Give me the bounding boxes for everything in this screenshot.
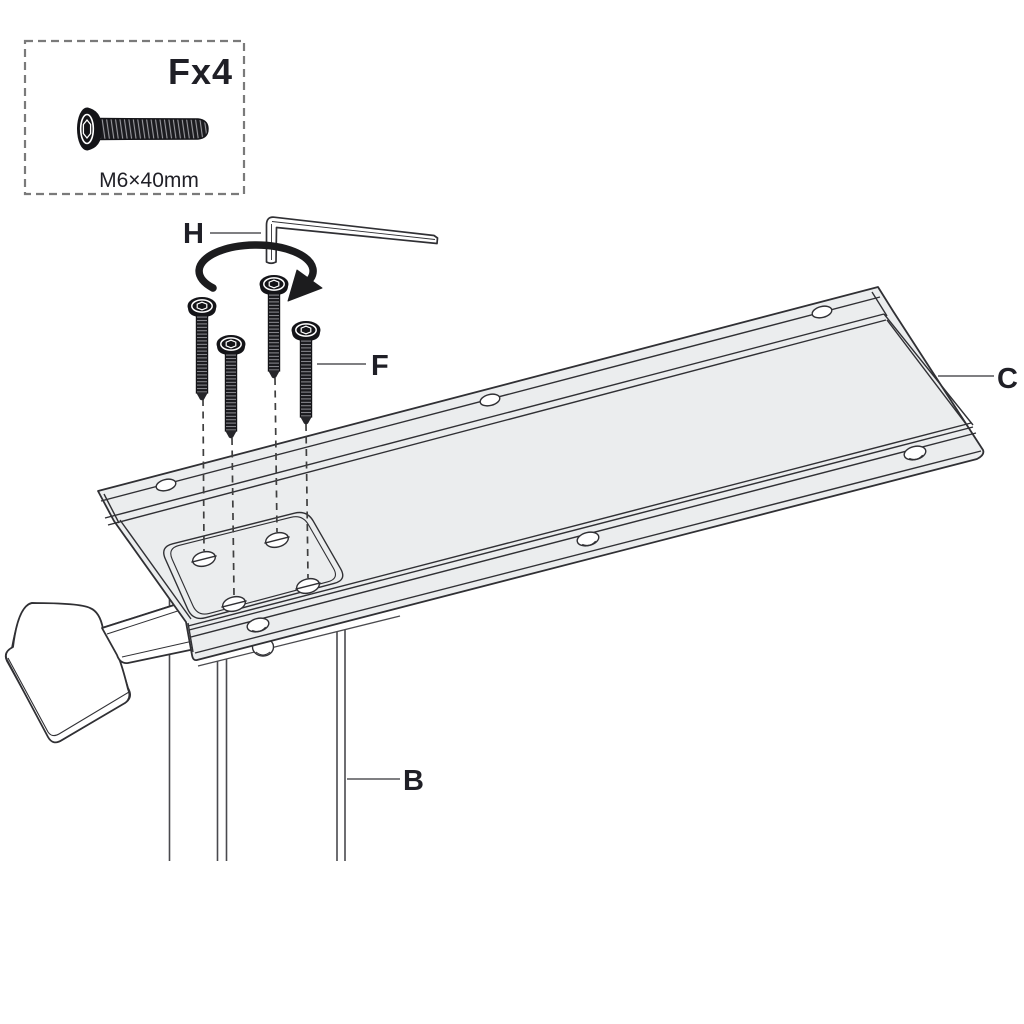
screw-icon	[215, 334, 247, 439]
screw-icon	[186, 296, 218, 401]
rotation-arrow-icon	[195, 241, 323, 302]
screw-size-label: M6×40mm	[99, 169, 199, 192]
release-handle	[4, 598, 197, 744]
screw-icon	[258, 274, 290, 379]
callouts	[210, 232, 994, 780]
callout-tool-h: H	[183, 218, 204, 250]
front-flange-holes	[246, 445, 927, 633]
allen-key-icon	[265, 216, 439, 265]
screw-guide-lines	[202, 377, 309, 597]
screw-icon	[290, 320, 322, 425]
bracket-plate	[97, 286, 985, 662]
callout-bracket-c: C	[997, 363, 1018, 395]
mounting-recess	[163, 511, 344, 620]
parts-box: Fx4 M6×40mm	[23, 39, 246, 196]
parts-quantity-label: Fx4	[168, 51, 233, 92]
screws-f	[186, 274, 322, 439]
callout-leg-b: B	[403, 765, 424, 797]
callout-screws-f: F	[371, 350, 389, 382]
recess-screw-holes	[191, 531, 321, 613]
hex-socket-screw-icon	[77, 107, 209, 151]
back-flange-holes	[155, 305, 833, 492]
